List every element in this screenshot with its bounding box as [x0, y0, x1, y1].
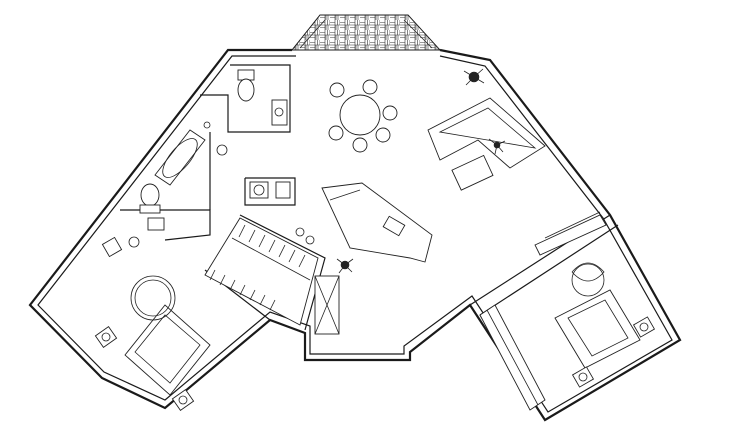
- dining-set: [328, 79, 398, 153]
- plant-icon: [336, 258, 354, 274]
- toilet-upper: [237, 69, 288, 126]
- passage-panel: [314, 275, 340, 335]
- outer-walls: [28, 48, 682, 422]
- sofa: [427, 97, 546, 191]
- bed-left: [94, 236, 211, 411]
- entry-tile-area: [291, 14, 442, 51]
- walk-in-closet: [204, 181, 319, 326]
- toilet-lower: [139, 121, 228, 231]
- plant-icon: [463, 68, 485, 86]
- bed-right: [479, 262, 656, 411]
- kitchen-sink: [295, 215, 406, 245]
- bathtub: [154, 129, 206, 186]
- tv-console: [534, 211, 607, 256]
